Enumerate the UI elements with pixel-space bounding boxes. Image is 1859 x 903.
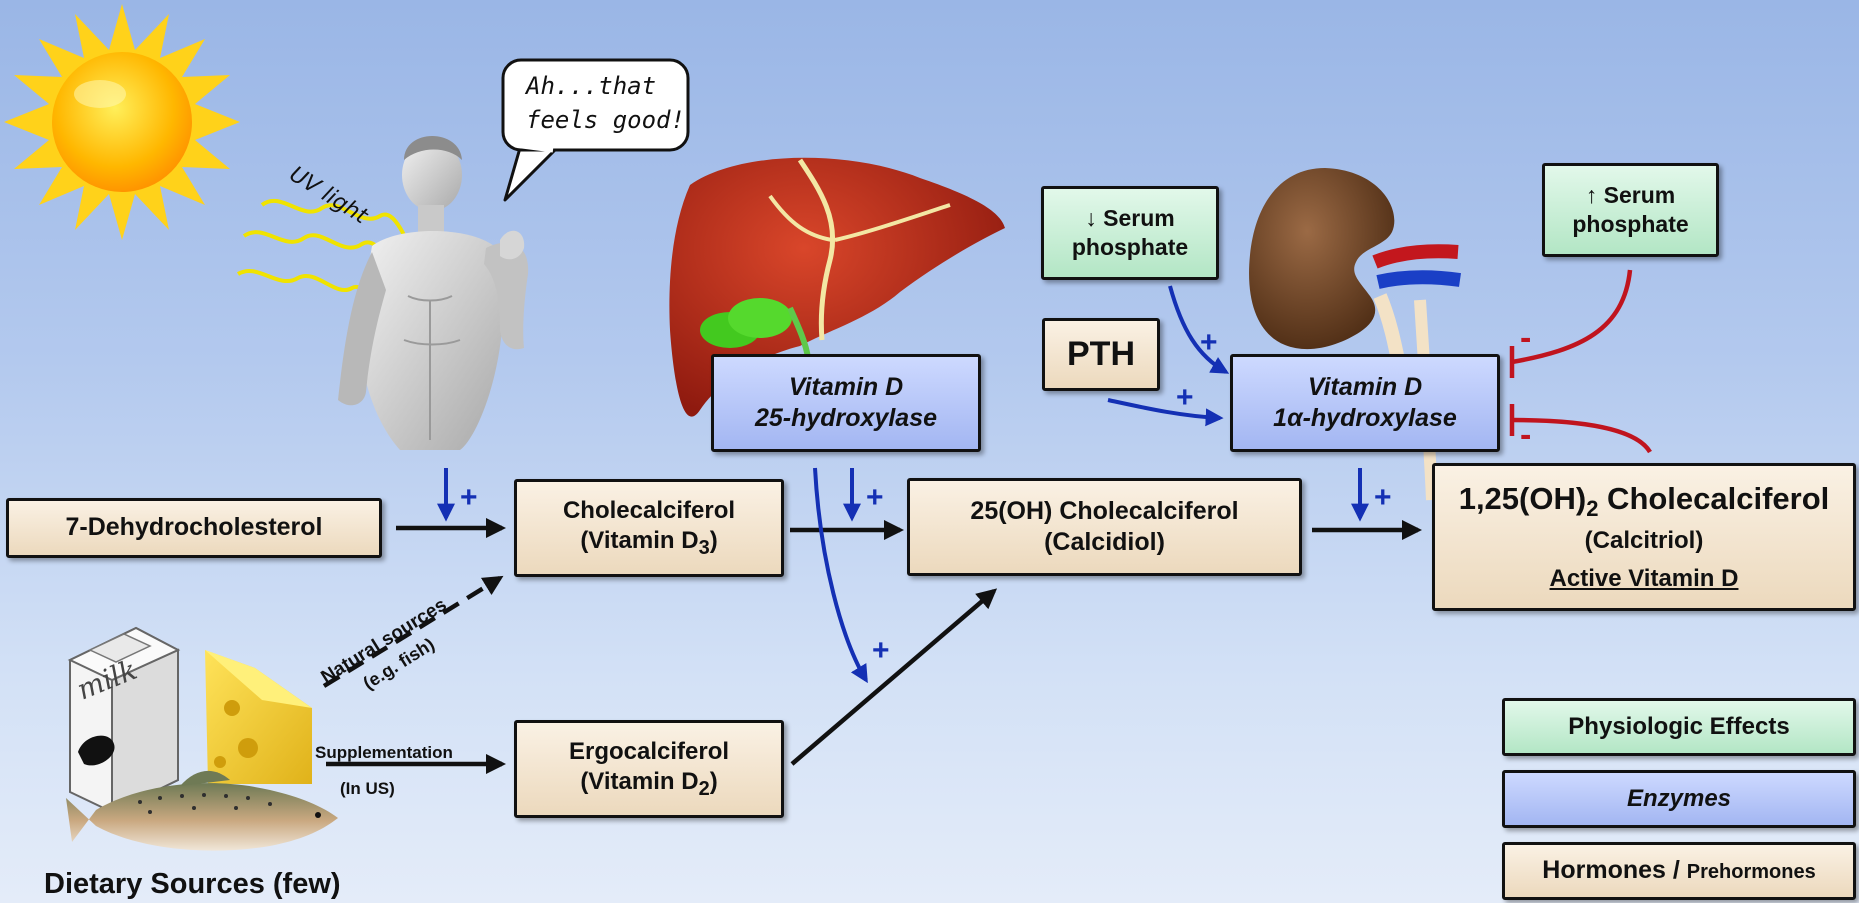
25-hydroxylase-line-1: Vitamin D: [789, 372, 903, 403]
box-ergocalciferol: Ergocalciferol (Vitamin D2): [514, 720, 784, 818]
dietary-sources-caption: Dietary Sources (few): [44, 868, 341, 901]
speech-line-1: Ah...that: [524, 72, 656, 100]
legend-enzymes-text: Enzymes: [1627, 784, 1731, 814]
box-pth: PTH: [1042, 318, 1160, 391]
legend-hormones-text: Hormones / Prehormones: [1542, 855, 1815, 886]
legend-hormones-prehormones: Hormones / Prehormones: [1502, 842, 1856, 900]
high-phosphate-line-1: ↑ Serum: [1586, 181, 1675, 210]
legend-effects-text: Physiologic Effects: [1568, 712, 1789, 742]
speech-bubble-icon: Ah...that feels good!: [503, 60, 688, 200]
sun-icon: [4, 4, 240, 240]
plus-sign-25-hydroxylase: +: [866, 481, 884, 514]
plus-sign-pth: +: [1176, 381, 1194, 414]
ergocalciferol-name: Ergocalciferol: [569, 737, 729, 767]
box-7-dehydrocholesterol: 7-Dehydrocholesterol: [6, 498, 382, 558]
calcidiol-subtitle: (Calcidiol): [1044, 527, 1165, 558]
inhibitory-lines: [1512, 270, 1650, 452]
uv-light-label: UV light: [285, 162, 373, 230]
minus-sign-high-phosphate: -: [1520, 319, 1531, 357]
calcidiol-name: 25(OH) Cholecalciferol: [970, 496, 1238, 527]
legend-physiologic-effects: Physiologic Effects: [1502, 698, 1856, 756]
25-hydroxylase-line-2: 25-hydroxylase: [755, 403, 937, 434]
box-calcidiol: 25(OH) Cholecalciferol (Calcidiol): [907, 478, 1302, 576]
high-phosphate-line-2: phosphate: [1572, 210, 1688, 239]
box-25-hydroxylase: Vitamin D 25-hydroxylase: [711, 354, 981, 452]
milk-carton-icon: milk: [70, 628, 178, 812]
1a-hydroxylase-line-1: Vitamin D: [1308, 372, 1422, 403]
pth-text: PTH: [1067, 333, 1135, 376]
speech-line-2: feels good!: [526, 106, 685, 134]
box-high-serum-phosphate: ↑ Serum phosphate: [1542, 163, 1719, 257]
plus-sign-1a-hydroxylase: +: [1374, 481, 1392, 514]
supplementation-label: Supplementation: [315, 743, 453, 762]
box-calcitriol: 1,25(OH)2 Cholecalciferol (Calcitriol) A…: [1432, 463, 1856, 611]
minus-sign-calcitriol: -: [1520, 416, 1531, 454]
statue-icon: [338, 136, 528, 450]
low-phosphate-line-1: ↓ Serum: [1085, 204, 1174, 233]
active-vitamin-d-label: Active Vitamin D: [1550, 564, 1739, 594]
cheese-icon: [205, 650, 312, 784]
in-us-label: (In US): [340, 779, 395, 798]
1a-hydroxylase-line-2: 1α-hydroxylase: [1273, 403, 1457, 434]
calcitriol-name: 1,25(OH)2 Cholecalciferol: [1459, 480, 1830, 523]
cholecalciferol-subtitle: (Vitamin D3): [580, 526, 717, 561]
plus-sign-uv: +: [460, 481, 478, 514]
plus-sign-low-phosphate: +: [1200, 326, 1218, 359]
dehydrocholesterol-text: 7-Dehydrocholesterol: [65, 512, 322, 543]
box-cholecalciferol: Cholecalciferol (Vitamin D3): [514, 479, 784, 577]
low-phosphate-line-2: phosphate: [1072, 233, 1188, 262]
ergocalciferol-subtitle: (Vitamin D2): [580, 767, 717, 802]
box-low-serum-phosphate: ↓ Serum phosphate: [1041, 186, 1219, 280]
box-1a-hydroxylase: Vitamin D 1α-hydroxylase: [1230, 354, 1500, 452]
plus-sign-ergocalciferol-path: +: [872, 634, 890, 667]
calcitriol-subtitle: (Calcitriol): [1585, 526, 1704, 556]
legend-enzymes: Enzymes: [1502, 770, 1856, 828]
cholecalciferol-name: Cholecalciferol: [563, 496, 735, 526]
